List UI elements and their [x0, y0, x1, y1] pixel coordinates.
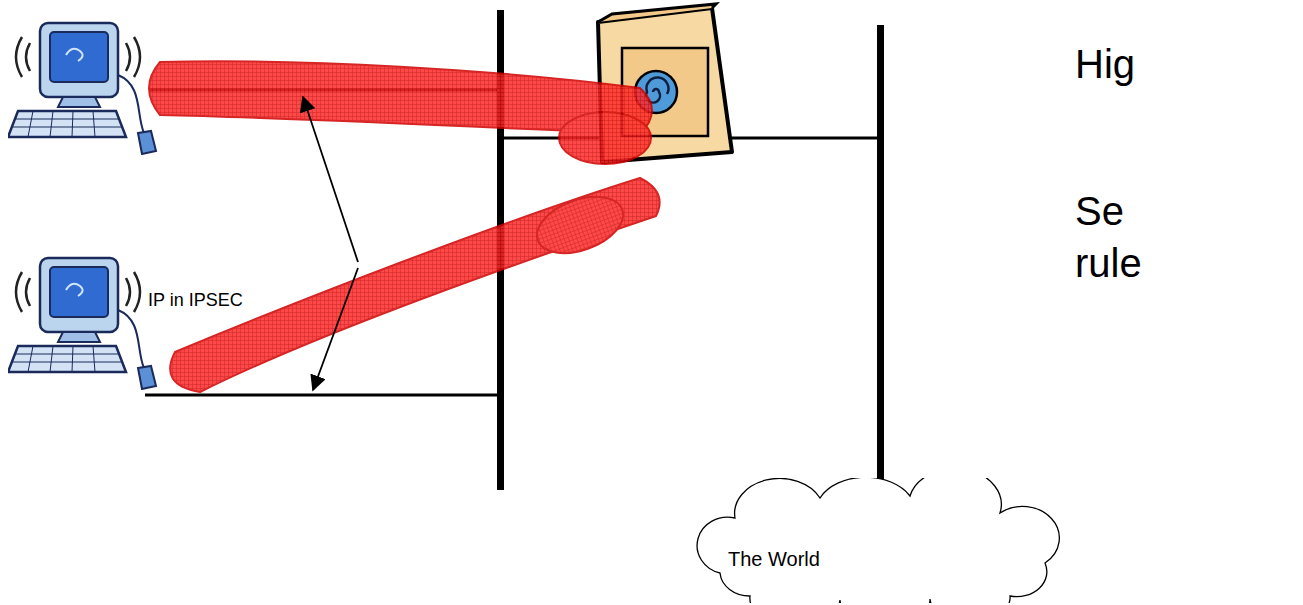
cloud-shape — [697, 478, 1059, 603]
node-text: The World — [728, 548, 820, 571]
slide-text: Se rule — [1075, 185, 1175, 289]
ipsec-tunnel — [149, 61, 652, 164]
wires — [145, 90, 880, 517]
cloud-node: The World — [680, 478, 1065, 603]
leader-line — [303, 97, 358, 390]
callout-label: IP in IPSEC — [148, 290, 243, 312]
network-bar — [877, 25, 884, 530]
cloud-shape — [680, 478, 1065, 603]
ipsec-tunnel — [170, 178, 659, 392]
computer-icon — [8, 258, 156, 389]
slide-text: Hig — [1075, 40, 1135, 88]
computer-icon — [8, 23, 156, 154]
